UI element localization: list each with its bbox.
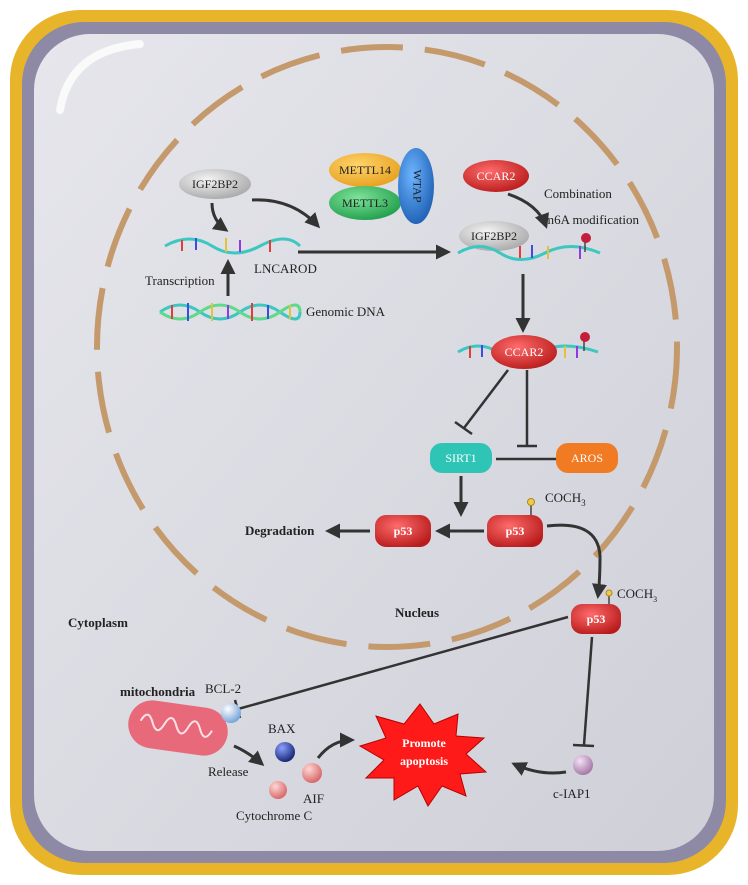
m6a-modified-rna	[457, 233, 601, 261]
igf2bp2-right-node: IGF2BP2	[459, 221, 529, 251]
svg-text:IGF2BP2: IGF2BP2	[192, 177, 238, 191]
svg-text:Promote: Promote	[402, 736, 446, 750]
coch3-label-cytoplasm: COCH3	[617, 586, 657, 604]
arrow-aif-to-apoptosis	[316, 732, 355, 759]
svg-text:CCAR2: CCAR2	[505, 345, 544, 359]
inhibit-bar-ciap1	[572, 743, 595, 748]
arrow-igf2bp2-to-methyltransferase	[251, 198, 321, 229]
svg-text:METTL14: METTL14	[339, 163, 391, 177]
svg-text:AROS: AROS	[571, 451, 603, 465]
aif-protein	[302, 763, 322, 783]
ccar2-mid-node: CCAR2	[491, 335, 557, 369]
genomic-dna-label: Genomic DNA	[306, 304, 386, 319]
arrow-igf2bp2-to-lncarod	[210, 202, 229, 232]
bax-label: BAX	[268, 721, 296, 736]
cytochrome-c-label: Cytochrome C	[236, 808, 312, 823]
transcription-label: Transcription	[145, 273, 215, 288]
svg-text:p53: p53	[587, 612, 606, 626]
mitochondrion-organelle	[128, 700, 228, 756]
inhibit-p53-to-bcl2	[237, 615, 569, 711]
m6a-modification-label: m6A modification	[544, 212, 639, 227]
ciap1-protein	[573, 755, 593, 775]
svg-text:p53: p53	[506, 524, 525, 538]
mettl14-node: METTL14	[329, 153, 401, 187]
bax-protein	[275, 742, 295, 762]
svg-text:SIRT1: SIRT1	[445, 451, 476, 465]
degradation-label: Degradation	[245, 523, 315, 538]
lncarod-rna	[164, 237, 302, 255]
release-label: Release	[208, 764, 249, 779]
inhibit-ccar2-to-sirt1	[463, 369, 509, 429]
inhibit-p53-to-ciap1	[582, 636, 594, 746]
svg-text:CCAR2: CCAR2	[477, 169, 516, 183]
svg-text:apoptosis: apoptosis	[400, 754, 448, 768]
ccar2-top-node: CCAR2	[463, 160, 529, 192]
mitochondria-label: mitochondria	[120, 684, 196, 699]
p53-acetyl-node: p53	[487, 498, 543, 547]
bcl2-protein	[221, 703, 241, 723]
combination-label: Combination	[544, 186, 612, 201]
aros-node: AROS	[556, 443, 618, 473]
igf2bp2-top-node: IGF2BP2	[179, 169, 251, 199]
p53-left-node: p53	[375, 515, 431, 547]
arrow-mito-release	[233, 744, 265, 766]
cytoplasm-label: Cytoplasm	[68, 615, 128, 630]
nuclear-envelope	[94, 44, 680, 650]
ciap1-label: c-IAP1	[553, 786, 591, 801]
inhibit-bar-sirt1	[454, 420, 473, 436]
wtap-node: WTAP	[398, 148, 434, 224]
promote-apoptosis-burst: Promote apoptosis	[358, 703, 488, 807]
arrow-p53-export	[546, 523, 607, 599]
cytochrome-c-protein	[269, 781, 287, 799]
arrow-ciap1-to-apoptosis	[511, 762, 567, 776]
genomic-dna-helix	[159, 303, 302, 321]
lncarod-label: LNCAROD	[254, 261, 317, 276]
p53-cyto-node: p53	[571, 589, 621, 634]
nucleus-label: Nucleus	[395, 605, 439, 620]
coch3-label-nucleus: COCH3	[545, 490, 586, 508]
aif-label: AIF	[303, 791, 324, 806]
svg-text:METTL3: METTL3	[342, 196, 388, 210]
svg-text:p53: p53	[394, 524, 413, 538]
svg-text:IGF2BP2: IGF2BP2	[471, 229, 517, 243]
mettl3-node: METTL3	[329, 186, 401, 220]
svg-text:WTAP: WTAP	[410, 169, 424, 202]
cytoplasm-shine	[56, 40, 144, 114]
sirt1-node: SIRT1	[430, 443, 492, 473]
arrow-ccar2-combination	[507, 192, 549, 229]
bcl2-label: BCL-2	[205, 681, 241, 696]
cytoplasm-area	[34, 34, 714, 851]
